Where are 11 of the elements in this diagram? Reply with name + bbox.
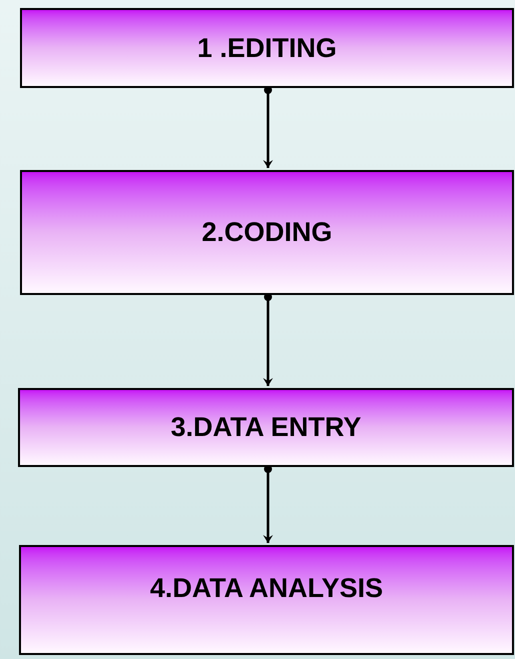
process-box: [18, 388, 514, 467]
step-label: 1 .EDITING: [197, 32, 337, 65]
step-label: 4.DATA ANALYSIS: [150, 572, 384, 605]
step-label: 2.CODING: [202, 216, 332, 250]
process-box: [20, 8, 514, 88]
step-label: 3.DATA ENTRY: [170, 411, 362, 444]
arrow: [263, 293, 273, 386]
process-box: [19, 545, 514, 655]
process-box: [20, 170, 514, 295]
arrow: [263, 86, 273, 168]
arrow: [263, 465, 273, 543]
